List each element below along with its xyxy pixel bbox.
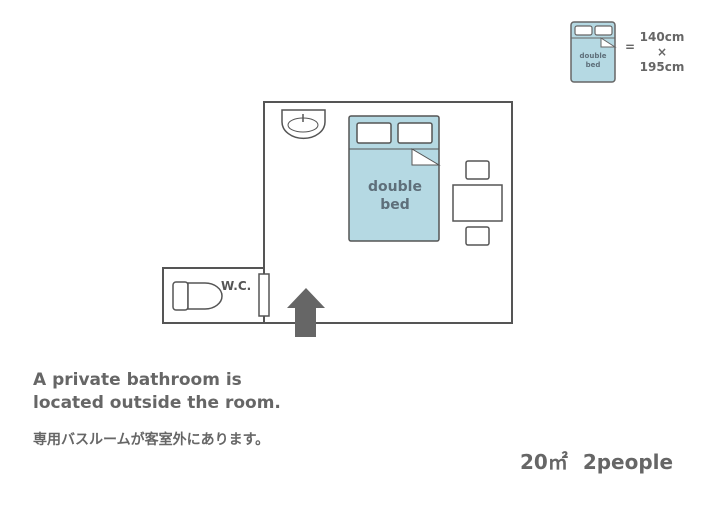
- legend-bed-icon: double bed: [570, 21, 617, 83]
- note-japanese: 専用バスルームが客室外にあります。: [33, 432, 270, 448]
- legend-length: 195cm: [639, 60, 685, 74]
- legend-bed-label-2: bed: [586, 61, 601, 69]
- room-wall: [263, 101, 513, 324]
- note-line-1: A private bathroom is: [33, 370, 242, 390]
- legend-dimensions: 140cm × 195cm: [636, 30, 688, 75]
- legend-equals: =: [625, 40, 636, 54]
- room-capacity: 2people: [582, 450, 674, 474]
- entrance-arrow-icon: [287, 288, 325, 337]
- legend-bed-label-1: double: [580, 52, 607, 60]
- sink-icon: [281, 109, 326, 140]
- bed-label-1: double: [368, 179, 422, 195]
- wc-label: W.C.: [221, 279, 251, 293]
- wc-door: [258, 273, 270, 317]
- room-summary: 20㎡ 2people: [520, 446, 673, 475]
- table: [452, 184, 503, 222]
- chair: [465, 226, 490, 246]
- chair: [465, 160, 490, 180]
- double-bed: double bed: [348, 115, 441, 242]
- legend-width: 140cm: [639, 30, 685, 44]
- toilet-icon: [172, 281, 223, 311]
- room-area: 20㎡: [520, 450, 568, 474]
- legend-times: ×: [656, 45, 668, 59]
- bed-label-2: bed: [380, 197, 410, 213]
- note-line-2: located outside the room.: [33, 393, 281, 413]
